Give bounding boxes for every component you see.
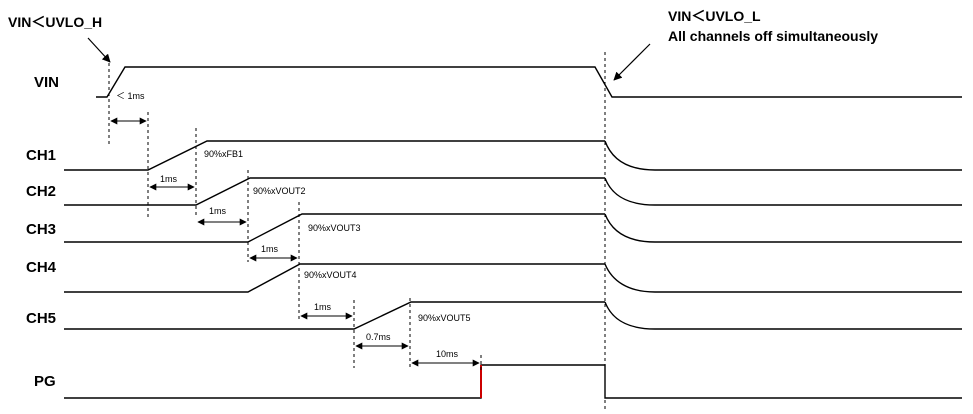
ch4-label: CH4: [26, 259, 57, 276]
ch2-threshold-label: 90%xVOUT2: [253, 186, 306, 196]
ch1-discharge: [604, 140, 962, 171]
uvlo-h-annotation: VIN＜UVLO_H: [8, 14, 102, 30]
ch4-waveform: [64, 263, 605, 293]
d6-delay-label: 10ms: [436, 349, 459, 359]
ch2-discharge: [604, 177, 962, 206]
pg-label: PG: [34, 373, 56, 390]
d1-delay-label: 1ms: [160, 174, 178, 184]
uvlo-l-pointer-arrow: [613, 43, 651, 81]
all-off-annotation: All channels off simultaneously: [668, 28, 878, 44]
ch3-label: CH3: [26, 221, 56, 238]
ch1-threshold-label: 90%xFB1: [204, 149, 243, 159]
ch3-threshold-label: 90%xVOUT3: [308, 223, 361, 233]
d5-delay-label: 0.7ms: [366, 332, 391, 342]
ch3-discharge: [604, 213, 962, 243]
ch4-discharge: [604, 263, 962, 293]
uvlo-l-annotation: VIN＜UVLO_L: [668, 8, 761, 24]
vin-waveform: [96, 66, 962, 98]
ch3-waveform: [64, 213, 605, 243]
ch5-discharge: [604, 301, 962, 330]
ch4-threshold-label: 90%xVOUT4: [304, 270, 357, 280]
ch5-label: CH5: [26, 310, 56, 327]
vin-rise-delay-label: ＜ 1ms: [116, 91, 145, 101]
pg-waveform: [64, 364, 962, 399]
ch5-waveform: [64, 301, 605, 330]
ch1-waveform: [64, 140, 605, 171]
ch1-label: CH1: [26, 147, 56, 164]
ch2-waveform: [64, 177, 605, 206]
uvlo-h-pointer-arrow: [87, 37, 111, 63]
d4-delay-label: 1ms: [314, 302, 332, 312]
d2-delay-label: 1ms: [209, 206, 227, 216]
d3-delay-label: 1ms: [261, 244, 279, 254]
ch5-threshold-label: 90%xVOUT5: [418, 313, 471, 323]
ch2-label: CH2: [26, 183, 56, 200]
vin-label: VIN: [34, 74, 59, 91]
